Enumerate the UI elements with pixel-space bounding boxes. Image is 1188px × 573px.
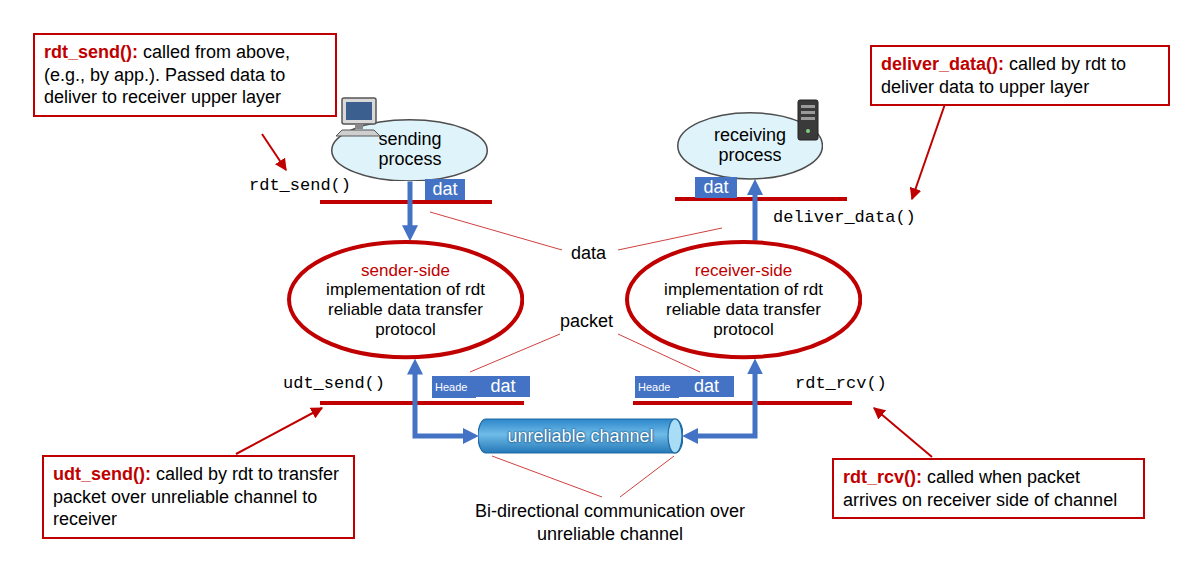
guide-line (430, 212, 562, 250)
function-name: udt_send() (283, 374, 385, 393)
protocol-ellipse: receiver-sideimplementation of rdt relia… (625, 240, 862, 359)
body-text: implementation of rdt reliable data tran… (325, 280, 485, 339)
guide-line (492, 456, 602, 497)
ellipse-shape (332, 119, 488, 180)
function-name: rdt_send() (249, 176, 351, 195)
body-text: unreliable channel (507, 426, 653, 446)
text-group: receiving process (700, 126, 800, 166)
header-tab: Heade (432, 376, 476, 398)
function-name: rdt_rcv() (795, 374, 887, 393)
cylinder-cap (668, 419, 682, 453)
data-tab: dat (679, 376, 734, 397)
leader-arrow (236, 408, 322, 454)
body-text: receiving process (714, 125, 786, 165)
interface-bar (320, 200, 492, 204)
annotation: data (571, 243, 606, 264)
heading-text: rdt_send(): (44, 42, 138, 62)
text-group: sender-sideimplementation of rdt reliabl… (325, 261, 485, 339)
data-tab: dat (425, 179, 465, 200)
callout-box: udt_send():called by rdt to transfer pac… (42, 455, 355, 539)
computer-icon (336, 98, 380, 136)
data-flow-arrow (753, 192, 758, 241)
channel-cylinder: unreliable channel (478, 418, 683, 454)
heading-text: deliver_data(): (881, 54, 1004, 74)
callout-box: rdt_send():called from above, (e.g., by … (33, 33, 337, 117)
heading-text: receiver-side (663, 261, 823, 281)
text-group: receiver-sideimplementation of rdt relia… (663, 261, 823, 339)
header-tab: Heade (635, 376, 679, 398)
text-group: rdt_send():called from above, (e.g., by … (44, 41, 326, 109)
text-group: unreliable channel (507, 426, 653, 447)
annotation: packet (560, 311, 613, 332)
annotation: Bi-directional communication over unreli… (440, 500, 780, 547)
heading-text: udt_send(): (53, 464, 151, 484)
function-name: deliver_data() (773, 208, 916, 227)
guide-line (620, 456, 674, 497)
heading-text: sender-side (325, 261, 485, 281)
text-group: rdt_rcv():called when packet arrives on … (843, 466, 1134, 511)
body-text: sending process (378, 129, 441, 169)
leader-arrow (912, 104, 945, 199)
data-flow-arrow (408, 181, 413, 228)
text-group: sending process (360, 130, 460, 170)
callout-box: deliver_data():called by rdt to deliver … (870, 45, 1170, 106)
interface-bar (633, 401, 852, 405)
leader-arrow (262, 134, 286, 170)
ellipse-shape (289, 242, 522, 357)
protocol-ellipse: sender-sideimplementation of rdt reliabl… (287, 240, 524, 359)
interface-bar (320, 401, 524, 405)
body-text: implementation of rdt reliable data tran… (663, 280, 823, 339)
callout-box: rdt_rcv():called when packet arrives on … (832, 458, 1145, 519)
data-tab: dat (695, 177, 737, 198)
ellipse-shape (627, 242, 860, 357)
leader-arrow (874, 408, 932, 457)
heading-text: rdt_rcv(): (843, 467, 922, 487)
text-group: deliver_data():called by rdt to deliver … (881, 53, 1159, 98)
server-icon (798, 100, 818, 140)
text-group: udt_send():called by rdt to transfer pac… (53, 463, 344, 531)
cylinder-body (478, 419, 683, 453)
data-tab: dat (476, 376, 530, 397)
